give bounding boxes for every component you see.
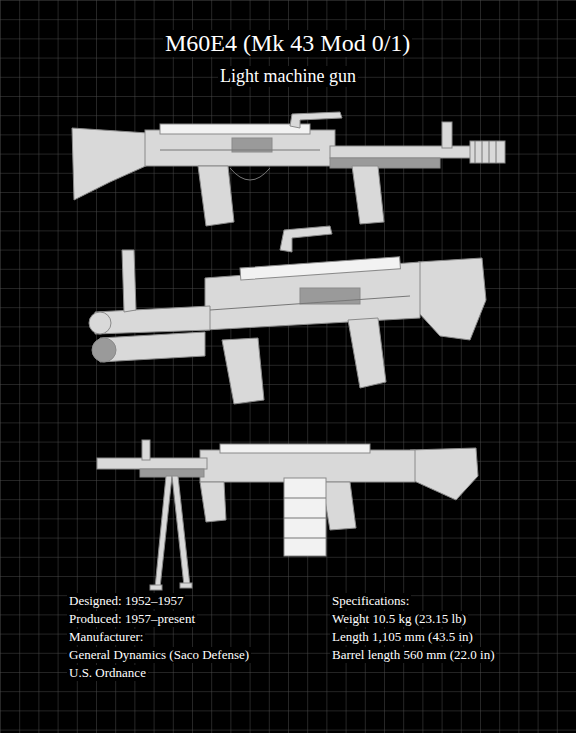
subtitle: Light machine gun: [218, 66, 358, 87]
spec-heading: Specifications:: [330, 593, 411, 609]
spec-text: Produced: 1957–present: [67, 611, 197, 627]
side-view-gun: [72, 112, 505, 226]
bipod-view-gun: [97, 440, 478, 590]
spec-text: Length 1,105 mm (43.5 in): [330, 629, 475, 645]
poster-title: M60E4 (Mk 43 Mod 0/1): [163, 30, 412, 57]
spec-text: Weight 10.5 kg (23.15 lb): [330, 611, 468, 627]
spec-text: Manufacturer:: [67, 629, 145, 645]
spec-text: U.S. Ordnance: [67, 665, 148, 681]
spec-text: Designed: 1952–1957: [67, 593, 185, 609]
perspective-view-gun: [89, 226, 486, 404]
spec-text: General Dynamics (Saco Defense): [67, 647, 251, 663]
spec-text: Barrel length 560 mm (22.0 in): [330, 647, 496, 663]
